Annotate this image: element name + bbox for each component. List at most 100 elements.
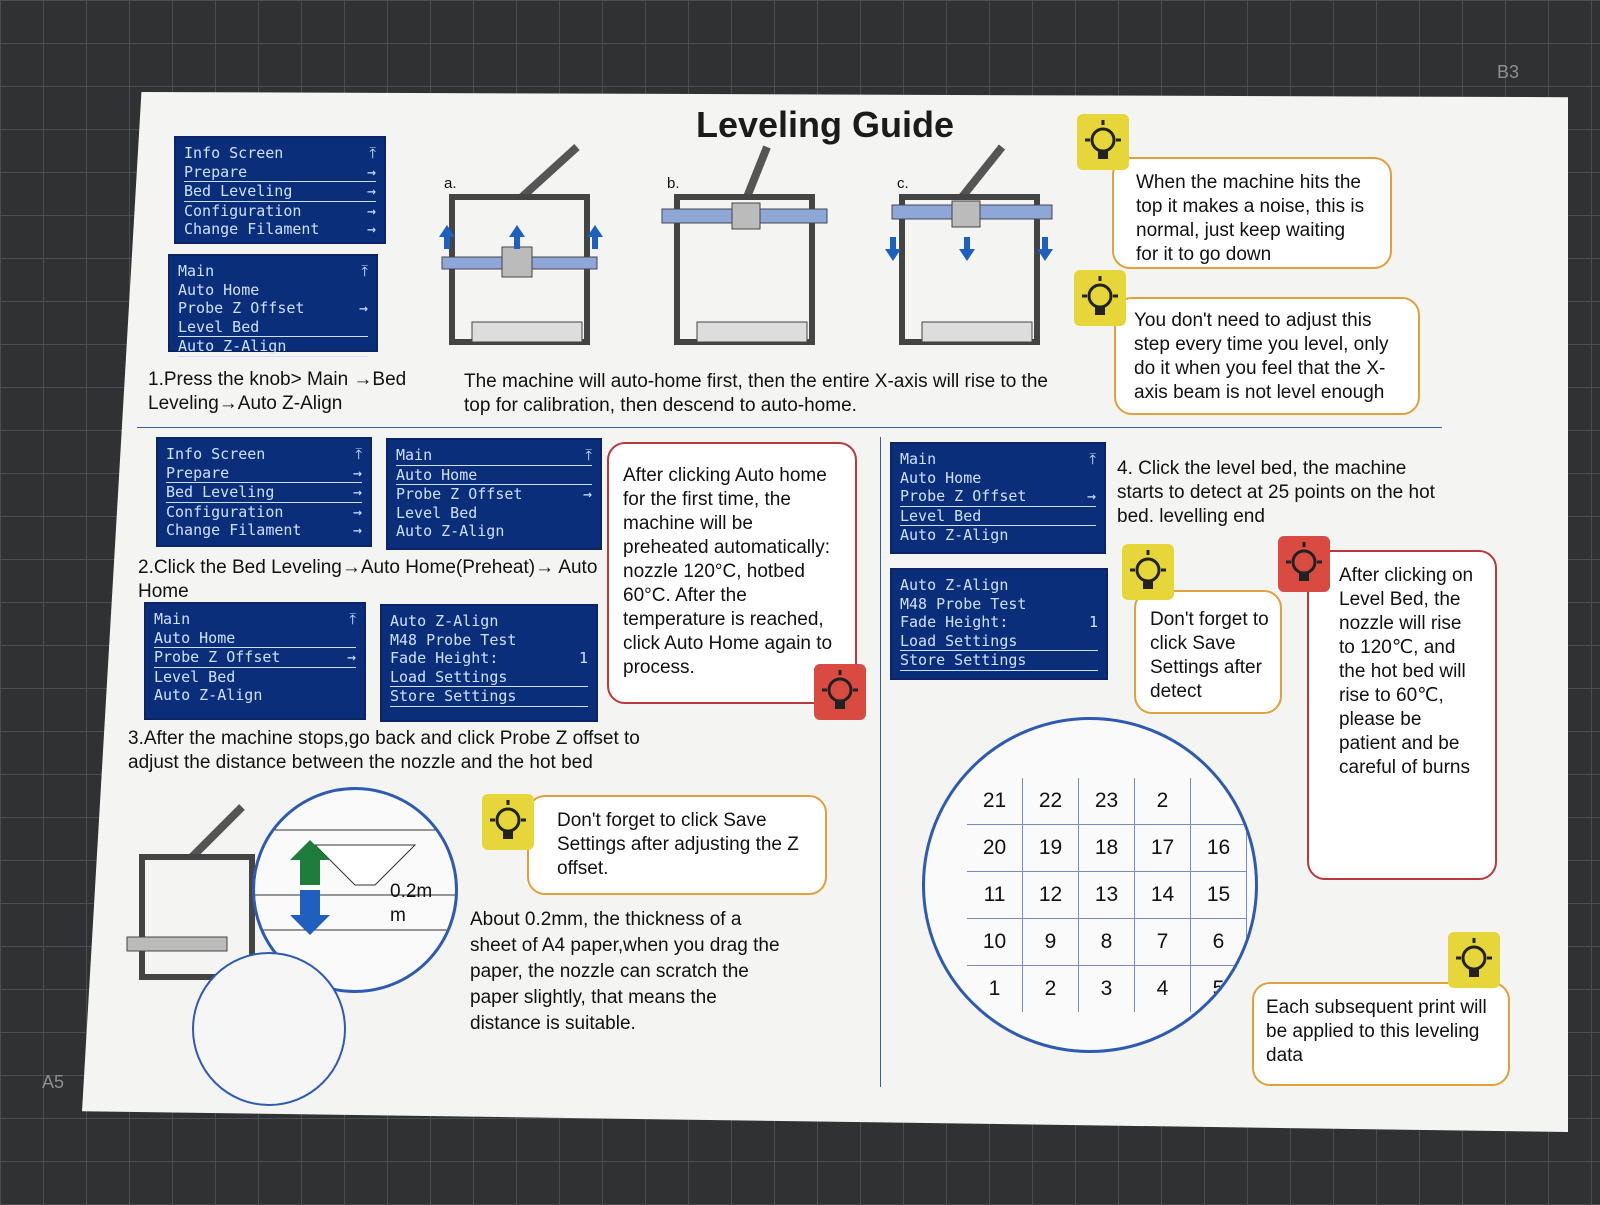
lcd-row: Probe Z Offset→	[396, 485, 592, 503]
probe-point-grid: 21 22 23 2 16 20 19 18 17 16 11 12 13 14…	[967, 778, 1247, 1012]
grid-cell: 8	[1079, 919, 1135, 965]
tip-applied: Each subsequent print will be applied to…	[1252, 982, 1510, 1086]
zoom-label: 0.2m m	[390, 881, 433, 926]
lcd-row: Level Bed	[178, 317, 260, 336]
lcd-row-selected: Probe Z Offset→	[154, 647, 356, 668]
lcd-bed-menu-1: Main⤒ Auto Home Probe Z Offset→ Level Be…	[168, 254, 378, 357]
lcd-bed-menu-2: Main⤒ Auto Home Probe Z Offset→ Level Be…	[386, 438, 602, 550]
grid-cell: 7	[1135, 919, 1191, 965]
grid-cell: 5	[1191, 966, 1247, 1012]
lcd-bed-menu-4: Main⤒ Auto Home Probe Z Offset→ Level Be…	[890, 442, 1106, 554]
lcd-row: Configuration→	[166, 502, 362, 521]
grid-cell: 13	[1079, 872, 1135, 918]
lightbulb-icon	[814, 664, 866, 720]
tip-no-adjust: You don't need to adjust this step every…	[1114, 297, 1420, 415]
lcd-row: Probe Z Offset→	[178, 299, 368, 317]
lcd-row-selected: Auto Z-Align	[178, 336, 368, 357]
panel-label-c: c.	[897, 175, 909, 192]
grid-cell: 10	[967, 919, 1023, 965]
nozzle-distance-illustration	[255, 829, 455, 935]
lcd-row: Probe Z Offset→	[900, 487, 1096, 505]
grid-cell: 15	[1191, 872, 1247, 918]
lcd-row: Configuration→	[184, 201, 376, 220]
lcd-row-selected: Level Bed	[900, 505, 1096, 526]
grid-row: 21 22 23 2 16	[967, 778, 1247, 825]
lightbulb-icon	[1278, 536, 1330, 592]
grid-cell: 21	[967, 778, 1023, 824]
grid-cell: 23	[1079, 778, 1135, 824]
grid-row: 1 2 3 4 5	[967, 966, 1247, 1012]
tip-preheat: After clicking Auto home for the first t…	[607, 442, 857, 704]
lcd-row: Fade Height:1	[390, 649, 588, 667]
lcd-row-selected: Auto Home	[396, 464, 592, 485]
panel-label-a: a.	[444, 175, 457, 192]
leveling-guide-sheet: Leveling Guide Info Screen⤒ Prepare→ Bed…	[82, 92, 1568, 1132]
lightbulb-icon	[1074, 270, 1126, 326]
grid-cell: 1	[967, 966, 1023, 1012]
lcd-row: Fade Height:1	[900, 613, 1098, 631]
grid-cell: 19	[1023, 825, 1079, 871]
panel-label-b: b.	[667, 175, 680, 192]
grid-row: 20 19 18 17 16	[967, 825, 1247, 872]
mat-label-a5: A5	[42, 1072, 65, 1092]
printer-diagram-c	[885, 144, 1053, 345]
lcd-row-selected: Bed Leveling→	[184, 181, 376, 202]
lcd-row: Main⤒	[900, 450, 1096, 468]
lcd-main-menu-1: Info Screen⤒ Prepare→ Bed Leveling→ Conf…	[174, 136, 386, 244]
lcd-row: Auto Z-Align	[900, 526, 1009, 544]
lcd-row: Change Filament→	[166, 521, 362, 539]
grid-cell: 2	[1023, 966, 1079, 1012]
section-divider	[137, 427, 1442, 428]
step-4-text: 4. Click the level bed, the machine star…	[1117, 458, 1435, 527]
lcd-row: Main⤒	[178, 262, 368, 280]
step-2-text: 2.Click the Bed Leveling→Auto Home(Prehe…	[138, 557, 598, 602]
lcd-row: Auto Z-Align	[900, 576, 1009, 594]
lcd-align-menu-1: Auto Z-Align M48 Probe Test Fade Height:…	[380, 604, 598, 722]
lcd-row-selected: Store Settings	[390, 686, 588, 707]
lcd-row: Auto Z-Align	[154, 686, 263, 704]
grid-row: 10 9 8 7 6	[967, 919, 1247, 966]
lightbulb-icon	[1448, 932, 1500, 988]
printer-diagram-a	[439, 144, 603, 345]
grid-cell: 12	[1023, 872, 1079, 918]
printer-diagram-b	[661, 145, 828, 345]
lcd-row: Change Filament→	[184, 220, 376, 238]
grid-cell: 16	[1191, 825, 1247, 871]
lcd-row: Auto Z-Align	[390, 612, 499, 630]
lcd-row: Info Screen⤒	[166, 445, 362, 463]
lcd-row: Auto Home	[154, 628, 236, 647]
lcd-row-selected: Bed Leveling→	[166, 482, 362, 503]
grid-cell: 3	[1079, 966, 1135, 1012]
lcd-row: Main⤒	[396, 446, 592, 464]
grid-cell: 14	[1135, 872, 1191, 918]
grid-cell: 18	[1079, 825, 1135, 871]
lcd-row: Load Settings	[390, 667, 508, 686]
lcd-align-menu-2: Auto Z-Align M48 Probe Test Fade Height:…	[890, 568, 1108, 680]
lcd-row: M48 Probe Test	[900, 594, 1027, 613]
lightbulb-icon	[482, 794, 534, 850]
step-1-text: 1.Press the knob> Main →Bed Leveling→Aut…	[148, 369, 407, 414]
grid-cell: 22	[1023, 778, 1079, 824]
surface-zoom-circle	[192, 952, 346, 1106]
lightbulb-icon	[1122, 544, 1174, 600]
grid-row: 11 12 13 14 15	[967, 872, 1247, 919]
lcd-main-menu-2: Info Screen⤒ Prepare→ Bed Leveling→ Conf…	[156, 437, 372, 547]
lcd-row: Prepare→	[184, 162, 376, 181]
lcd-row: Load Settings	[900, 631, 1018, 650]
paper-thickness-description: About 0.2mm, the thickness of a sheet of…	[470, 909, 780, 1034]
lcd-row-selected: Store Settings	[900, 650, 1098, 671]
grid-cell: 9	[1023, 919, 1079, 965]
lightbulb-icon	[1077, 114, 1129, 170]
lcd-row: Auto Home	[900, 468, 982, 487]
grid-cell: 20	[967, 825, 1023, 871]
lcd-row: M48 Probe Test	[390, 630, 517, 649]
lcd-bed-menu-3: Main⤒ Auto Home Probe Z Offset→ Level Be…	[144, 602, 366, 720]
lcd-row: Level Bed	[396, 503, 478, 522]
grid-cell: 4	[1135, 966, 1191, 1012]
tip-top-noise: When the machine hits the top it makes a…	[1112, 157, 1392, 269]
tip-save-detect: Don't forget to click Save Settings afte…	[1134, 590, 1282, 714]
mat-label-b3: B3	[1497, 62, 1520, 82]
lcd-row: Main⤒	[154, 610, 356, 628]
lcd-row: Auto Z-Align	[396, 522, 505, 540]
grid-cell: 17	[1135, 825, 1191, 871]
